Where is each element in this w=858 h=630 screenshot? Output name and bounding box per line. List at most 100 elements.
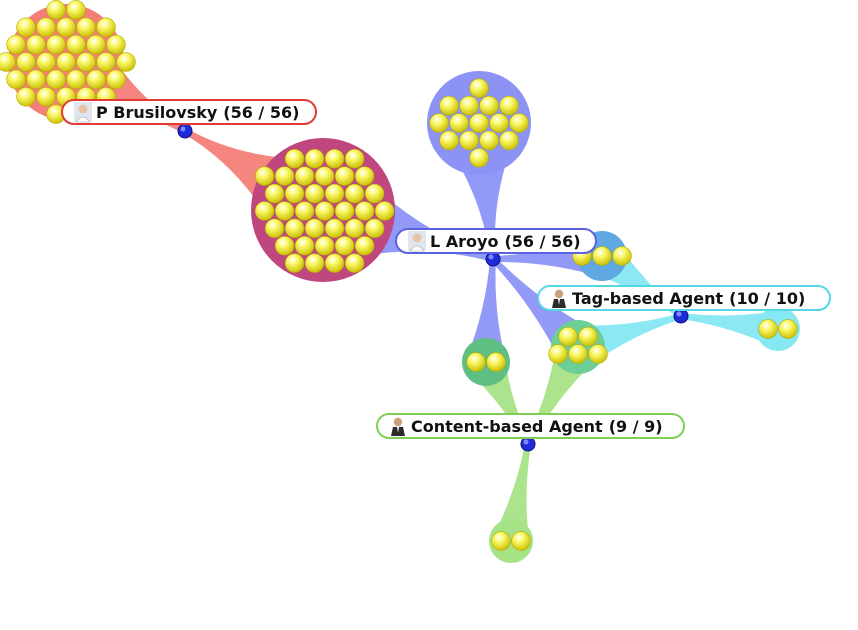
document-item[interactable] xyxy=(469,148,489,168)
document-item[interactable] xyxy=(66,34,86,55)
document-item[interactable] xyxy=(36,17,56,37)
document-item[interactable] xyxy=(304,218,325,239)
document-item[interactable] xyxy=(491,531,511,551)
document-item[interactable] xyxy=(294,166,315,186)
document-item[interactable] xyxy=(16,87,36,107)
document-item[interactable] xyxy=(429,113,449,133)
document-item[interactable] xyxy=(354,236,375,256)
document-item[interactable] xyxy=(588,344,608,364)
document-item[interactable] xyxy=(46,69,66,90)
document-item[interactable] xyxy=(96,52,116,72)
document-item[interactable] xyxy=(284,149,305,169)
document-item[interactable] xyxy=(36,52,56,72)
document-item[interactable] xyxy=(324,183,345,204)
document-item[interactable] xyxy=(76,17,96,37)
node-label-tag[interactable]: Tag-based Agent(10 / 10) xyxy=(537,285,831,311)
document-item[interactable] xyxy=(334,166,355,186)
document-item[interactable] xyxy=(469,113,489,133)
hub-brusilovsky[interactable] xyxy=(177,123,193,139)
hub-tag[interactable] xyxy=(673,308,689,324)
document-item[interactable] xyxy=(324,149,345,169)
document-item[interactable] xyxy=(758,319,778,339)
document-item[interactable] xyxy=(439,95,459,116)
document-item[interactable] xyxy=(558,326,578,347)
document-item[interactable] xyxy=(314,236,335,256)
document-item[interactable] xyxy=(284,253,305,273)
document-item[interactable] xyxy=(254,201,275,221)
cluster-aroyo-content[interactable] xyxy=(462,338,510,386)
node-label-brusilovsky[interactable]: P Brusilovsky(56 / 56) xyxy=(61,99,317,125)
document-item[interactable] xyxy=(344,149,365,169)
document-item[interactable] xyxy=(324,253,345,273)
document-item[interactable] xyxy=(548,344,568,364)
document-item[interactable] xyxy=(364,183,385,204)
document-item[interactable] xyxy=(0,52,16,72)
document-item[interactable] xyxy=(274,166,295,186)
document-item[interactable] xyxy=(439,130,459,151)
document-item[interactable] xyxy=(66,0,86,20)
document-item[interactable] xyxy=(56,17,76,37)
document-item[interactable] xyxy=(511,531,531,551)
document-item[interactable] xyxy=(334,201,355,221)
document-item[interactable] xyxy=(499,130,519,151)
hub-content[interactable] xyxy=(520,436,536,452)
document-item[interactable] xyxy=(26,34,46,55)
document-item[interactable] xyxy=(16,17,36,37)
document-item[interactable] xyxy=(254,166,275,186)
hub-aroyo[interactable] xyxy=(485,251,501,267)
document-item[interactable] xyxy=(294,236,315,256)
document-item[interactable] xyxy=(6,69,26,90)
document-item[interactable] xyxy=(6,34,26,55)
document-item[interactable] xyxy=(46,0,66,20)
document-item[interactable] xyxy=(36,87,56,107)
node-label-content[interactable]: Content-based Agent(9 / 9) xyxy=(376,413,685,439)
document-item[interactable] xyxy=(106,69,126,90)
document-item[interactable] xyxy=(364,218,385,239)
document-item[interactable] xyxy=(56,52,76,72)
document-item[interactable] xyxy=(509,113,529,133)
document-item[interactable] xyxy=(479,130,499,151)
document-item[interactable] xyxy=(568,344,588,364)
document-item[interactable] xyxy=(612,246,632,266)
document-item[interactable] xyxy=(314,201,335,221)
document-item[interactable] xyxy=(274,236,295,256)
document-item[interactable] xyxy=(354,166,375,186)
document-item[interactable] xyxy=(314,166,335,186)
document-item[interactable] xyxy=(76,52,96,72)
document-item[interactable] xyxy=(46,34,66,55)
document-item[interactable] xyxy=(449,113,469,133)
document-item[interactable] xyxy=(479,95,499,116)
document-item[interactable] xyxy=(284,183,305,204)
document-item[interactable] xyxy=(274,201,295,221)
document-item[interactable] xyxy=(264,183,285,204)
document-item[interactable] xyxy=(499,95,519,116)
document-item[interactable] xyxy=(334,236,355,256)
document-item[interactable] xyxy=(486,352,506,372)
document-item[interactable] xyxy=(459,130,479,151)
document-item[interactable] xyxy=(489,113,509,133)
document-item[interactable] xyxy=(86,34,106,55)
document-item[interactable] xyxy=(578,326,598,347)
document-item[interactable] xyxy=(466,352,486,372)
document-item[interactable] xyxy=(304,253,325,273)
document-item[interactable] xyxy=(264,218,285,239)
document-item[interactable] xyxy=(116,52,136,72)
document-item[interactable] xyxy=(96,17,116,37)
document-item[interactable] xyxy=(66,69,86,90)
document-item[interactable] xyxy=(344,253,365,273)
document-item[interactable] xyxy=(344,218,365,239)
document-item[interactable] xyxy=(354,201,375,221)
document-item[interactable] xyxy=(86,69,106,90)
document-item[interactable] xyxy=(304,149,325,169)
document-item[interactable] xyxy=(26,69,46,90)
document-item[interactable] xyxy=(16,52,36,72)
document-item[interactable] xyxy=(592,246,612,266)
cluster-content-only[interactable] xyxy=(489,519,533,563)
document-item[interactable] xyxy=(459,95,479,116)
document-item[interactable] xyxy=(324,218,345,239)
document-item[interactable] xyxy=(294,201,315,221)
document-item[interactable] xyxy=(106,34,126,55)
cluster-tag-only[interactable] xyxy=(756,307,800,351)
document-item[interactable] xyxy=(344,183,365,204)
document-item[interactable] xyxy=(374,201,395,221)
